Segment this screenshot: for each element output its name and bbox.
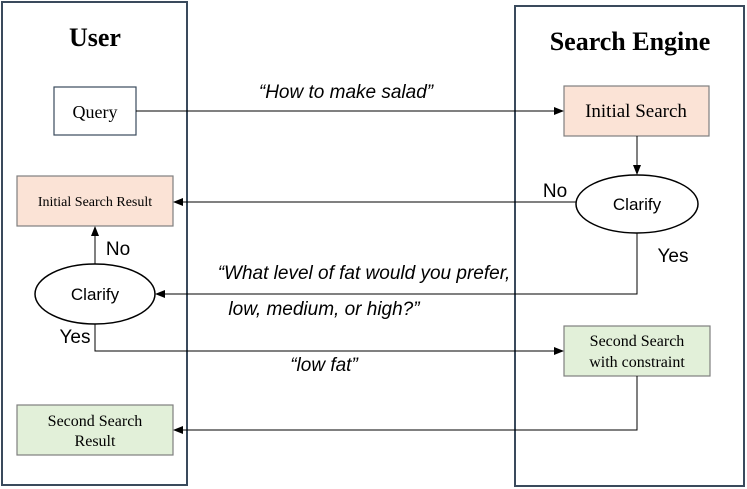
initial-search-box [563,85,710,137]
second-result-label-2: Result [75,433,116,450]
answer-text-label: “low fat” [290,355,359,376]
question-line-1: “What level of fat would you prefer, [218,263,511,284]
question-line-2: low, medium, or high?” [228,299,421,320]
second-search-label-2: with constraint [589,354,685,371]
user-lane-title: User [69,23,121,52]
engine-yes-label: Yes [658,246,689,267]
edge-clarify-yes-to-user [155,233,638,298]
engine-clarify-label: Clarify [613,195,662,214]
initial-result-box [16,175,174,227]
user-yes-label: Yes [60,327,91,348]
edge-user-yes-to-second-search [94,324,564,355]
user-lane [1,1,188,486]
second-result-box [16,404,174,456]
second-result-label-1: Second Search [48,413,143,430]
query-box [53,86,137,136]
initial-search-label: Initial Search [585,101,687,122]
engine-no-label: No [543,181,567,202]
engine-lane-title: Search Engine [550,27,711,56]
query-text-label: “How to make salad” [259,82,435,103]
engine-lane [514,5,745,487]
edge-second-search-to-result [173,376,638,434]
initial-result-label: Initial Search Result [38,195,152,210]
user-no-label: No [106,239,130,260]
user-clarify-label: Clarify [71,285,120,304]
query-label: Query [73,102,118,122]
second-search-label-1: Second Search [590,333,685,350]
